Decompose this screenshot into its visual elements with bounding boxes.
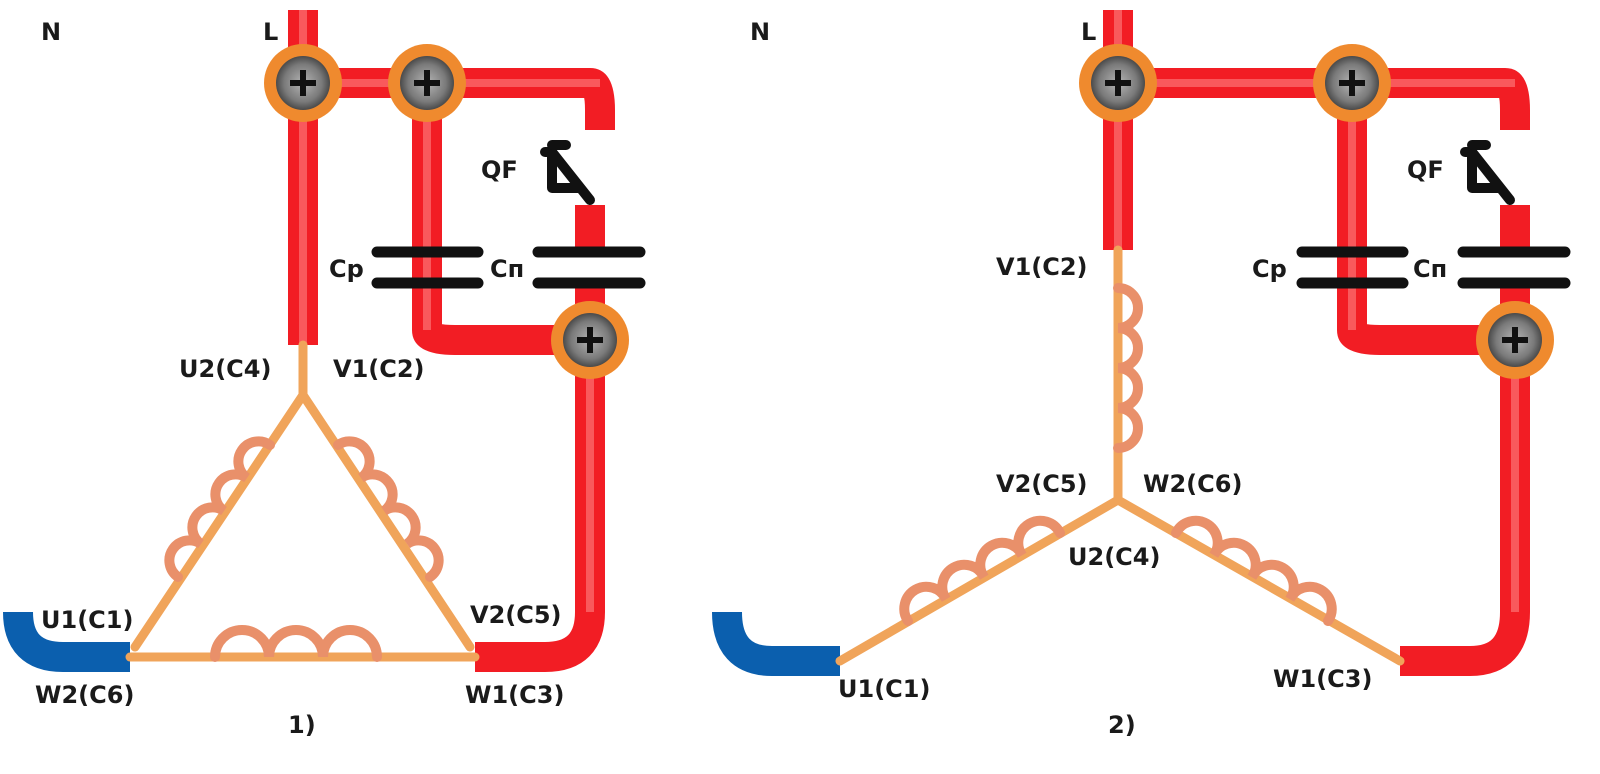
screw-terminal-icon: [264, 44, 629, 379]
diagram-caption-2: 2): [1108, 711, 1136, 739]
start-capacitor-label: Cп: [1413, 255, 1447, 283]
neutral-label: N: [750, 18, 770, 46]
diagram-1-delta: N L QF Cp Cп U2(C4) V1(C2) U1(C1) W2(C6)…: [3, 10, 646, 739]
run-capacitor-label: Cp: [329, 255, 364, 283]
capacitor-icon: [1296, 246, 1571, 289]
live-label: L: [1081, 18, 1096, 46]
terminal-label-w1c3: W1(C3): [1273, 665, 1372, 693]
terminal-label-w2c6: W2(C6): [35, 681, 134, 709]
live-wire-2: [1103, 10, 1530, 676]
screw-terminal-icon: [1079, 44, 1554, 379]
terminal-label-u2c4: U2(C4): [179, 355, 271, 383]
terminal-label-w2c6: W2(C6): [1143, 470, 1242, 498]
neutral-wire-2: [712, 15, 840, 676]
neutral-wire-1: [3, 15, 130, 672]
start-capacitor-label: Cп: [490, 255, 524, 283]
terminal-label-w1c3: W1(C3): [465, 681, 564, 709]
neutral-label: N: [41, 18, 61, 46]
terminal-label-v1c2: V1(C2): [996, 253, 1088, 281]
delta-winding-wires: [125, 340, 480, 662]
motor-winding-icon: [899, 283, 1337, 626]
diagram-caption-1: 1): [288, 711, 316, 739]
breaker-label: QF: [1407, 156, 1444, 184]
motor-winding-icon: [164, 436, 444, 662]
terminal-label-u2c4: U2(C4): [1068, 543, 1160, 571]
circuit-breaker-icon: [1460, 140, 1515, 205]
diagram-2-star: N L QF Cp Cп V1(C2) V2(C5) W2(C6) U2(C4)…: [712, 10, 1571, 739]
terminal-label-u1c1: U1(C1): [41, 606, 133, 634]
terminal-label-u1c1: U1(C1): [838, 675, 930, 703]
circuit-breaker-icon: [540, 140, 595, 205]
terminal-label-v1c2: V1(C2): [333, 355, 425, 383]
terminal-label-v2c5: V2(C5): [470, 601, 562, 629]
star-winding-wires: [835, 245, 1405, 666]
run-capacitor-label: Cp: [1252, 255, 1287, 283]
live-label: L: [263, 18, 278, 46]
capacitor-icon: [371, 246, 646, 289]
terminal-label-v2c5: V2(C5): [996, 470, 1088, 498]
breaker-label: QF: [481, 156, 518, 184]
